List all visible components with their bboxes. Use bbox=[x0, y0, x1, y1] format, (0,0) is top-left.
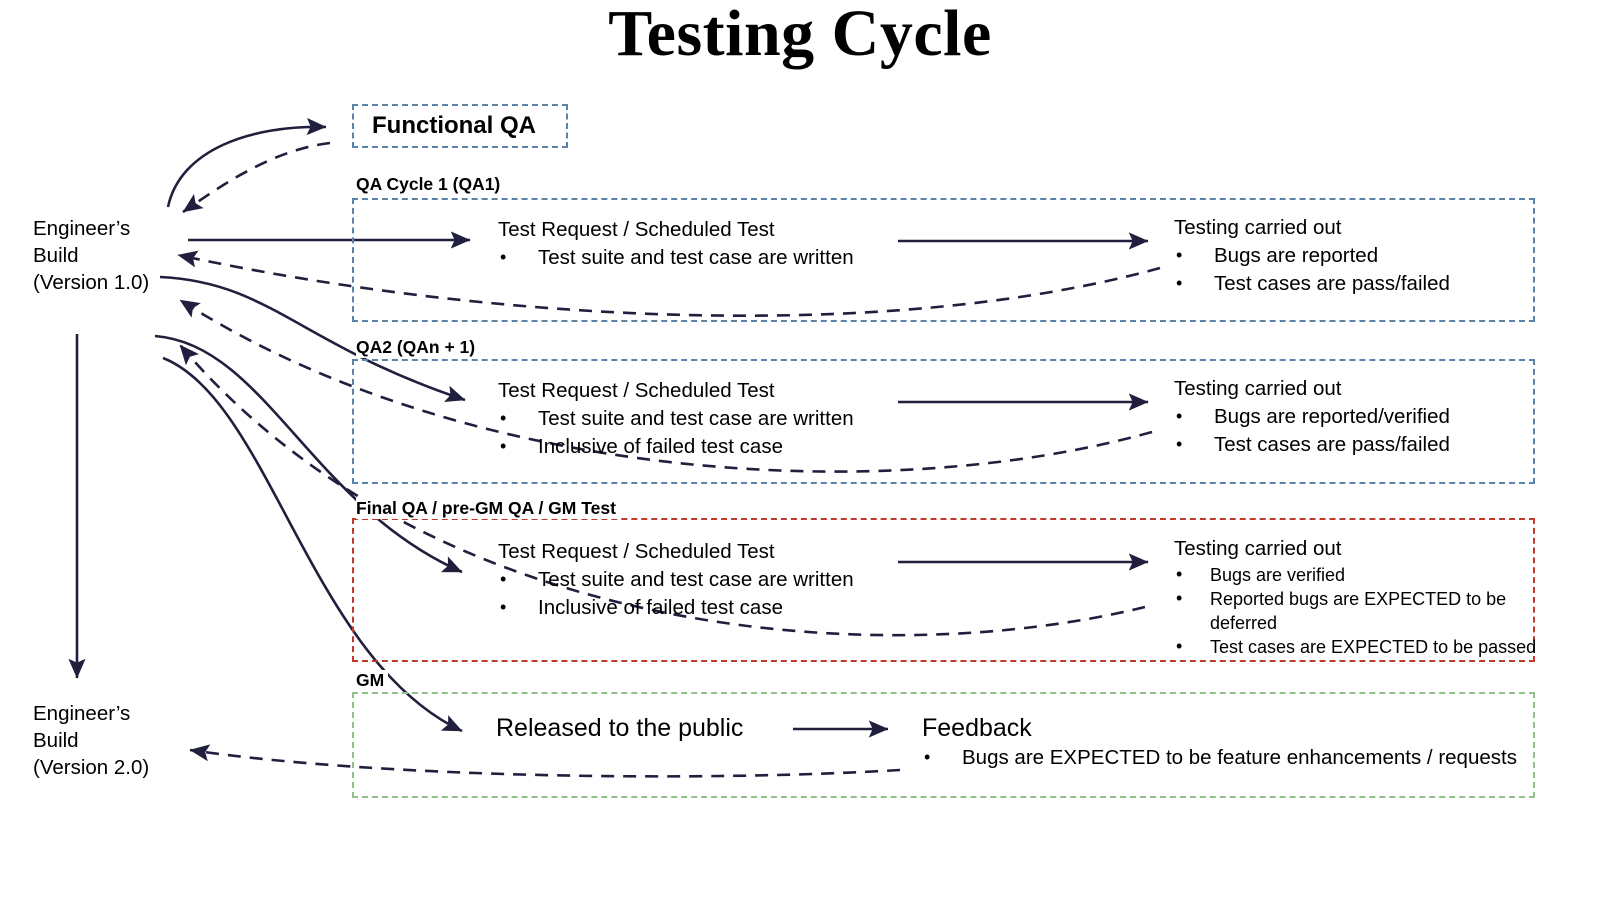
panel-qa2 bbox=[352, 359, 1535, 484]
list-item: Reported bugs are EXPECTED to be deferre… bbox=[1174, 586, 1540, 635]
section-caption-qa2: QA2 (QAn + 1) bbox=[356, 337, 480, 358]
list-item: Test suite and test case are written bbox=[498, 243, 854, 272]
arrow-build-to-functional-qa bbox=[166, 117, 327, 208]
engineers-build-version-2-label: Engineer’s Build (Version 2.0) bbox=[33, 702, 150, 779]
final-qa-left-block: Test Request / Scheduled Test Test suite… bbox=[498, 538, 854, 622]
qa1-right-bullets: Bugs are reported Test cases are pass/fa… bbox=[1174, 241, 1450, 298]
final-qa-left-head: Test Request / Scheduled Test bbox=[498, 540, 775, 563]
list-item: Inclusive of failed test case bbox=[498, 593, 854, 622]
list-item: Bugs are reported/verified bbox=[1174, 402, 1450, 431]
qa2-left-bullets: Test suite and test case are written Inc… bbox=[498, 404, 854, 461]
qa2-right-head: Testing carried out bbox=[1174, 377, 1342, 400]
final-qa-right-block: Testing carried out Bugs are verified Re… bbox=[1174, 535, 1540, 659]
final-qa-right-bullets: Bugs are verified Reported bugs are EXPE… bbox=[1174, 562, 1540, 659]
qa2-left-block: Test Request / Scheduled Test Test suite… bbox=[498, 377, 854, 461]
arrow-functional-qa-to-build bbox=[182, 141, 331, 214]
gm-feedback-bullets: Bugs are EXPECTED to be feature enhancem… bbox=[922, 743, 1517, 772]
functional-qa-box[interactable]: Functional QA bbox=[352, 104, 568, 148]
qa1-left-bullets: Test suite and test case are written bbox=[498, 243, 854, 272]
list-item: Test cases are pass/failed bbox=[1174, 269, 1450, 298]
final-qa-left-bullets: Test suite and test case are written Inc… bbox=[498, 565, 854, 622]
page-title: Testing Cycle bbox=[608, 0, 992, 70]
qa2-left-head: Test Request / Scheduled Test bbox=[498, 379, 775, 402]
list-item: Bugs are verified bbox=[1174, 562, 1540, 587]
final-qa-right-head: Testing carried out bbox=[1174, 537, 1342, 560]
gm-released-label: Released to the public bbox=[496, 714, 744, 742]
panel-qa1 bbox=[352, 198, 1535, 322]
qa1-left-block: Test Request / Scheduled Test Test suite… bbox=[498, 216, 854, 272]
list-item: Inclusive of failed test case bbox=[498, 432, 854, 461]
qa2-right-bullets: Bugs are reported/verified Test cases ar… bbox=[1174, 402, 1450, 459]
section-caption-gm: GM bbox=[356, 670, 389, 691]
panel-gm bbox=[352, 692, 1535, 798]
section-caption-final-qa: Final QA / pre-GM QA / GM Test bbox=[356, 498, 620, 519]
qa2-right-block: Testing carried out Bugs are reported/ve… bbox=[1174, 375, 1450, 459]
engineers-build-version-1-label: Engineer’s Build (Version 1.0) bbox=[33, 217, 150, 294]
list-item: Bugs are reported bbox=[1174, 241, 1450, 270]
functional-qa-label: Functional QA bbox=[372, 112, 536, 139]
list-item: Bugs are EXPECTED to be feature enhancem… bbox=[922, 743, 1517, 772]
section-caption-qa1: QA Cycle 1 (QA1) bbox=[356, 174, 505, 195]
list-item: Test cases are pass/failed bbox=[1174, 430, 1450, 459]
qa1-left-head: Test Request / Scheduled Test bbox=[498, 218, 775, 241]
list-item: Test cases are EXPECTED to be passed bbox=[1174, 634, 1540, 659]
list-item: Test suite and test case are written bbox=[498, 404, 854, 433]
list-item: Test suite and test case are written bbox=[498, 565, 854, 594]
qa1-right-block: Testing carried out Bugs are reported Te… bbox=[1174, 214, 1450, 298]
qa1-right-head: Testing carried out bbox=[1174, 216, 1342, 239]
gm-feedback-block: Feedback Bugs are EXPECTED to be feature… bbox=[922, 712, 1517, 772]
gm-feedback-head: Feedback bbox=[922, 714, 1032, 742]
